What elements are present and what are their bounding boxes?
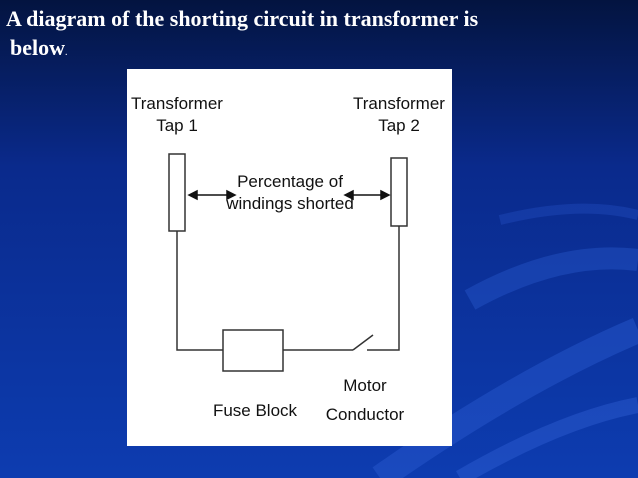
diagram-panel: Transformer Tap 1 Transformer Tap 2 Perc…	[127, 69, 452, 446]
transformer-tap-2-box	[390, 157, 408, 227]
wire-left	[176, 231, 223, 351]
tap-1-label-line-2: Tap 1	[156, 116, 198, 135]
slide-title-line-2-text: below	[10, 35, 65, 60]
fuse-block	[222, 329, 284, 372]
fuse-block-label: Fuse Block	[213, 401, 298, 420]
slide-title-line-1: A diagram of the shorting circuit in tra…	[6, 6, 479, 31]
percentage-label-line-2: windings shorted	[225, 194, 354, 213]
percentage-label-line-1: Percentage of	[237, 172, 343, 191]
wire-right	[367, 226, 400, 351]
tap-1-label-line-1: Transformer	[131, 94, 223, 113]
motor-conductor-label-line-1: Motor	[343, 376, 387, 395]
tap-2-label-line-1: Transformer	[353, 94, 445, 113]
motor-conductor-switch	[352, 334, 374, 351]
tap-2-label-line-2: Tap 2	[378, 116, 420, 135]
motor-conductor-label-line-2: Conductor	[326, 405, 405, 424]
shorting-circuit-diagram: Transformer Tap 1 Transformer Tap 2 Perc…	[131, 94, 445, 424]
slide-title: A diagram of the shorting circuit in tra…	[6, 4, 632, 67]
transformer-tap-1-box	[168, 153, 186, 232]
slide-title-period: .	[65, 47, 68, 58]
right-double-arrow	[343, 189, 391, 201]
circuit-wires	[176, 226, 400, 351]
slide-title-line-2: below.	[6, 33, 632, 67]
left-double-arrow	[187, 189, 237, 201]
